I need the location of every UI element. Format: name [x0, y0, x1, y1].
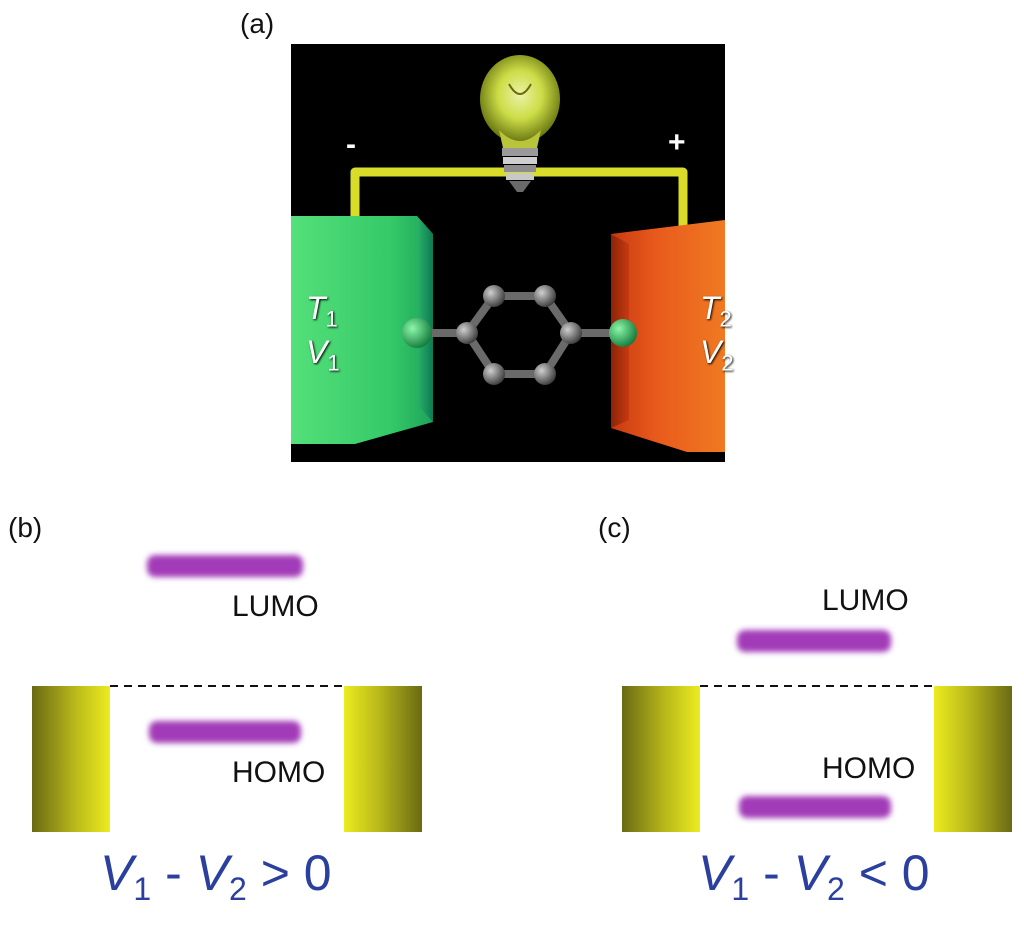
panel-b-lumo-label: LUMO: [232, 590, 319, 623]
panel-b-homo-level: [149, 721, 301, 743]
benzene-molecule: [402, 285, 637, 385]
panel-b-right-electrode: [344, 686, 422, 832]
right-voltage-label: V2: [700, 334, 734, 376]
panel-b-left-electrode: [32, 686, 110, 832]
panel-c-right-electrode: [934, 686, 1012, 832]
molecular-junction-illustration: [291, 44, 725, 462]
panel-b-homo-label: HOMO: [232, 756, 326, 789]
panel-b-label: (b): [8, 512, 43, 543]
plus-sign: +: [668, 126, 686, 159]
minus-sign: -: [346, 128, 356, 161]
panel-c-homo-label: HOMO: [822, 752, 916, 785]
panel-c-condition: V1 - V2 < 0: [698, 845, 930, 907]
panel-c-homo-level: [739, 796, 891, 818]
panel-c-lumo-level: [737, 630, 891, 652]
panel-c-label: (c): [598, 512, 631, 543]
left-voltage-label: V1: [306, 334, 340, 376]
left-anchor-atom: [402, 318, 432, 348]
panel-c-diagram: [622, 630, 1012, 832]
panel-c-lumo-label: LUMO: [822, 584, 909, 617]
light-bulb-icon: [480, 55, 560, 192]
left-electrode: [291, 216, 433, 444]
panel-b-diagram: [32, 555, 422, 832]
right-anchor-atom: [609, 319, 637, 347]
panel-b-lumo-level: [147, 555, 303, 577]
panel-c-left-electrode: [622, 686, 700, 832]
right-temperature-label: T2: [700, 290, 732, 332]
left-temperature-label: T1: [306, 290, 338, 332]
panel-b-condition: V1 - V2 > 0: [100, 845, 332, 907]
panel-a-label: (a): [240, 8, 275, 39]
